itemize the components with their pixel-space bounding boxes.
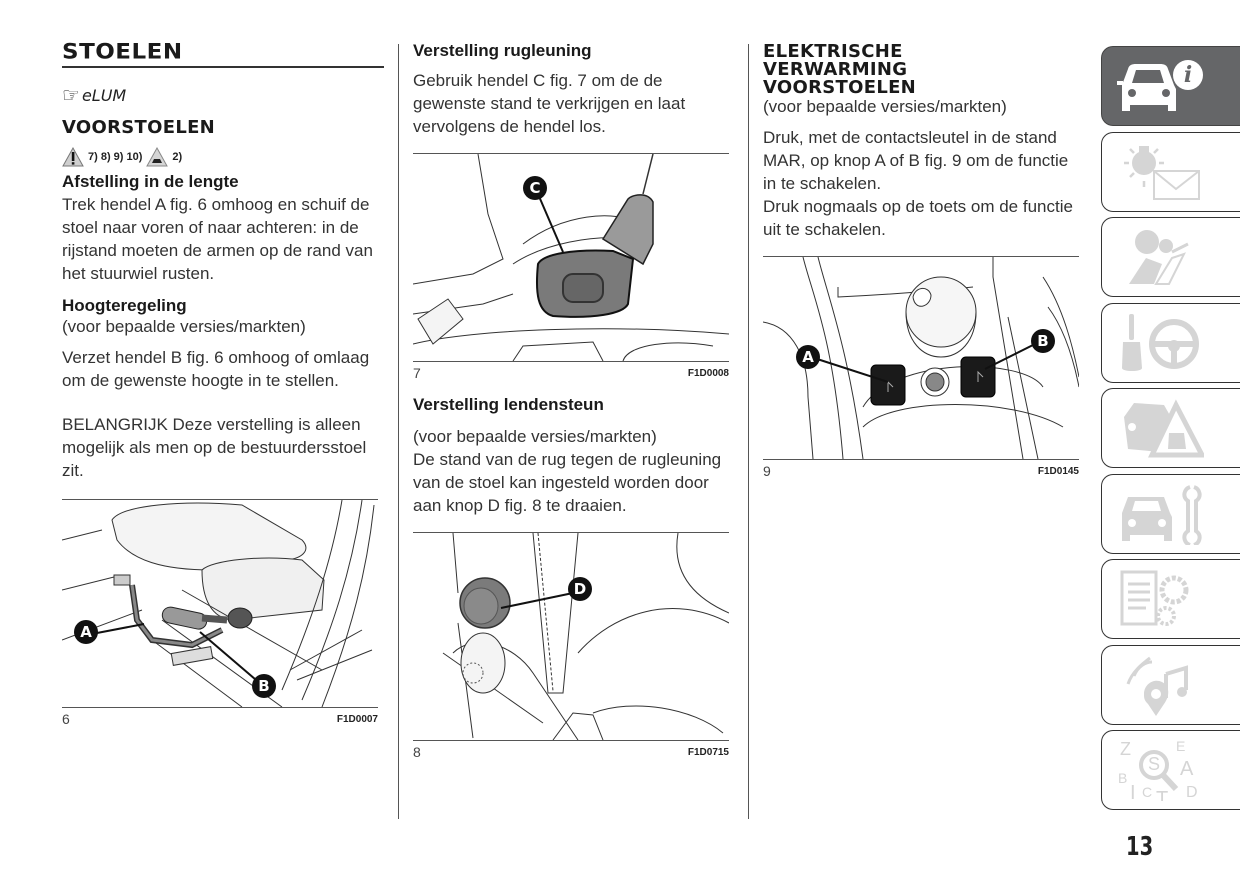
seat-heating-text-off: Druk nogmaals op de toets om de functie … — [763, 197, 1073, 239]
seat-heating-title-line2: VERWARMING — [763, 59, 908, 80]
figure-6: A B — [62, 499, 378, 708]
lights-message-icon — [1124, 145, 1200, 200]
elum-label: eLUM — [81, 85, 127, 105]
seat-heating-title-line1: ELEKTRISCHE — [763, 41, 903, 62]
column-divider-2 — [748, 44, 749, 819]
tab-emergency[interactable] — [1101, 388, 1240, 468]
elum-note: ☞ eLUM — [62, 78, 384, 112]
height-adjustment-subtitle: (voor bepaalde versies/markten) — [62, 317, 306, 336]
page-number: 13 — [1126, 832, 1154, 862]
section-title-front-seats: VOORSTOELEN — [62, 117, 216, 138]
seat-heating-title-line3: VOORSTOELEN — [763, 77, 917, 98]
column-backrest: Verstelling rugleuning Gebruik hendel C … — [413, 40, 731, 763]
warning-triangle-icon — [62, 147, 84, 167]
tab-dashboard[interactable] — [1101, 131, 1240, 212]
backrest-lever-illustration — [413, 154, 729, 361]
figure-code: F1D0145 — [1037, 465, 1079, 477]
figure-7-caption: 7 F1D0008 — [413, 362, 729, 384]
airbag-seatbelt-icon — [1129, 230, 1189, 285]
height-adjustment-text: Verzet hendel B fig. 6 omhoog of omlaag … — [62, 348, 370, 390]
index-letter: D — [1186, 784, 1198, 801]
callout-b: B — [1031, 329, 1055, 353]
figure-6-caption: 6 F1D0007 — [62, 708, 378, 730]
column-divider-1 — [398, 44, 399, 819]
list-gears-icon — [1120, 570, 1189, 626]
callout-b: B — [252, 674, 276, 698]
seat-heating-text-on: Druk, met de contactsleutel in de stand … — [763, 128, 1069, 193]
tab-multimedia[interactable] — [1101, 644, 1240, 725]
figure-number: 9 — [763, 463, 771, 479]
callout-c: C — [523, 176, 547, 200]
tab-technical-data[interactable] — [1101, 559, 1240, 639]
figure-8: D — [413, 532, 729, 741]
callout-a: A — [796, 345, 820, 369]
lumbar-subtitle: (voor bepaalde versies/markten) — [413, 427, 657, 446]
index-letter: S — [1148, 754, 1160, 774]
page-title: STOELEN — [62, 40, 183, 64]
index-letter: T — [1156, 788, 1168, 801]
lumbar-heading: Verstelling lendensteun — [413, 395, 604, 414]
chapter-tabs: i — [1101, 46, 1240, 816]
figure-number: 6 — [62, 711, 70, 727]
figure-number: 7 — [413, 365, 421, 381]
caution-car-icon — [146, 147, 169, 167]
column-seat-heating: ELEKTRISCHE VERWARMING VOORSTOELEN (voor… — [763, 43, 1083, 482]
caution-references: 2) — [172, 151, 183, 163]
figure-number: 8 — [413, 744, 421, 760]
index-letter: A — [1180, 758, 1194, 780]
seat-heating-buttons-illustration — [763, 257, 1079, 459]
seat-adjustment-illustration — [62, 500, 375, 707]
warning-refs: 7) 8) 9) 10) 2) — [62, 146, 384, 168]
backrest-heading: Verstelling rugleuning — [413, 41, 592, 60]
column-seats: STOELEN ☞ eLUM VOORSTOELEN 7) 8) 9) 10) … — [62, 40, 384, 730]
multimedia-music-icon — [1126, 656, 1188, 716]
callout-d: D — [568, 577, 592, 601]
warning-references: 7) 8) 9) 10) — [88, 151, 143, 163]
figure-code: F1D0008 — [687, 367, 729, 379]
tab-getting-to-know-car[interactable]: i — [1101, 46, 1240, 126]
backrest-text: Gebruik hendel C fig. 7 om de de gewenst… — [413, 71, 686, 136]
important-note: BELANGRIJK Deze verstelling is alleen mo… — [62, 415, 367, 480]
car-wrench-icon — [1122, 484, 1202, 545]
height-adjustment-heading: Hoogteregeling — [62, 296, 187, 315]
length-adjustment-text: Trek hendel A fig. 6 omhoog en schuif de… — [62, 195, 373, 283]
figure-code: F1D0007 — [336, 713, 378, 725]
figure-9-caption: 9 F1D0145 — [763, 460, 1079, 482]
index-letter: B — [1118, 770, 1127, 786]
lumbar-text: De stand van de rug tegen de rugleuning … — [413, 450, 722, 515]
pointing-hand-icon: ☞ — [62, 83, 80, 107]
seat-heating-subtitle: (voor bepaalde versies/markten) — [763, 97, 1007, 116]
key-steering-wheel-icon — [1122, 313, 1199, 371]
car-info-icon: i — [1117, 60, 1203, 111]
index-letter: C — [1142, 784, 1152, 800]
index-letter: I — [1130, 782, 1136, 801]
index-letter: E — [1176, 739, 1185, 754]
car-warning-triangle-icon — [1124, 399, 1204, 458]
tab-safety[interactable] — [1101, 217, 1240, 297]
figure-7: C — [413, 153, 729, 362]
index-letter: Z — [1120, 739, 1131, 759]
callout-a: A — [74, 620, 98, 644]
title-rule — [62, 66, 384, 68]
tab-starting-driving[interactable] — [1101, 302, 1240, 383]
figure-9: A B — [763, 256, 1079, 460]
figure-code: F1D0715 — [687, 746, 729, 758]
tab-maintenance[interactable] — [1101, 473, 1240, 554]
length-adjustment-heading: Afstelling in de lengte — [62, 172, 239, 191]
svg-text:i: i — [1184, 62, 1192, 88]
figure-8-caption: 8 F1D0715 — [413, 741, 729, 763]
lumbar-knob-illustration — [442, 533, 729, 740]
